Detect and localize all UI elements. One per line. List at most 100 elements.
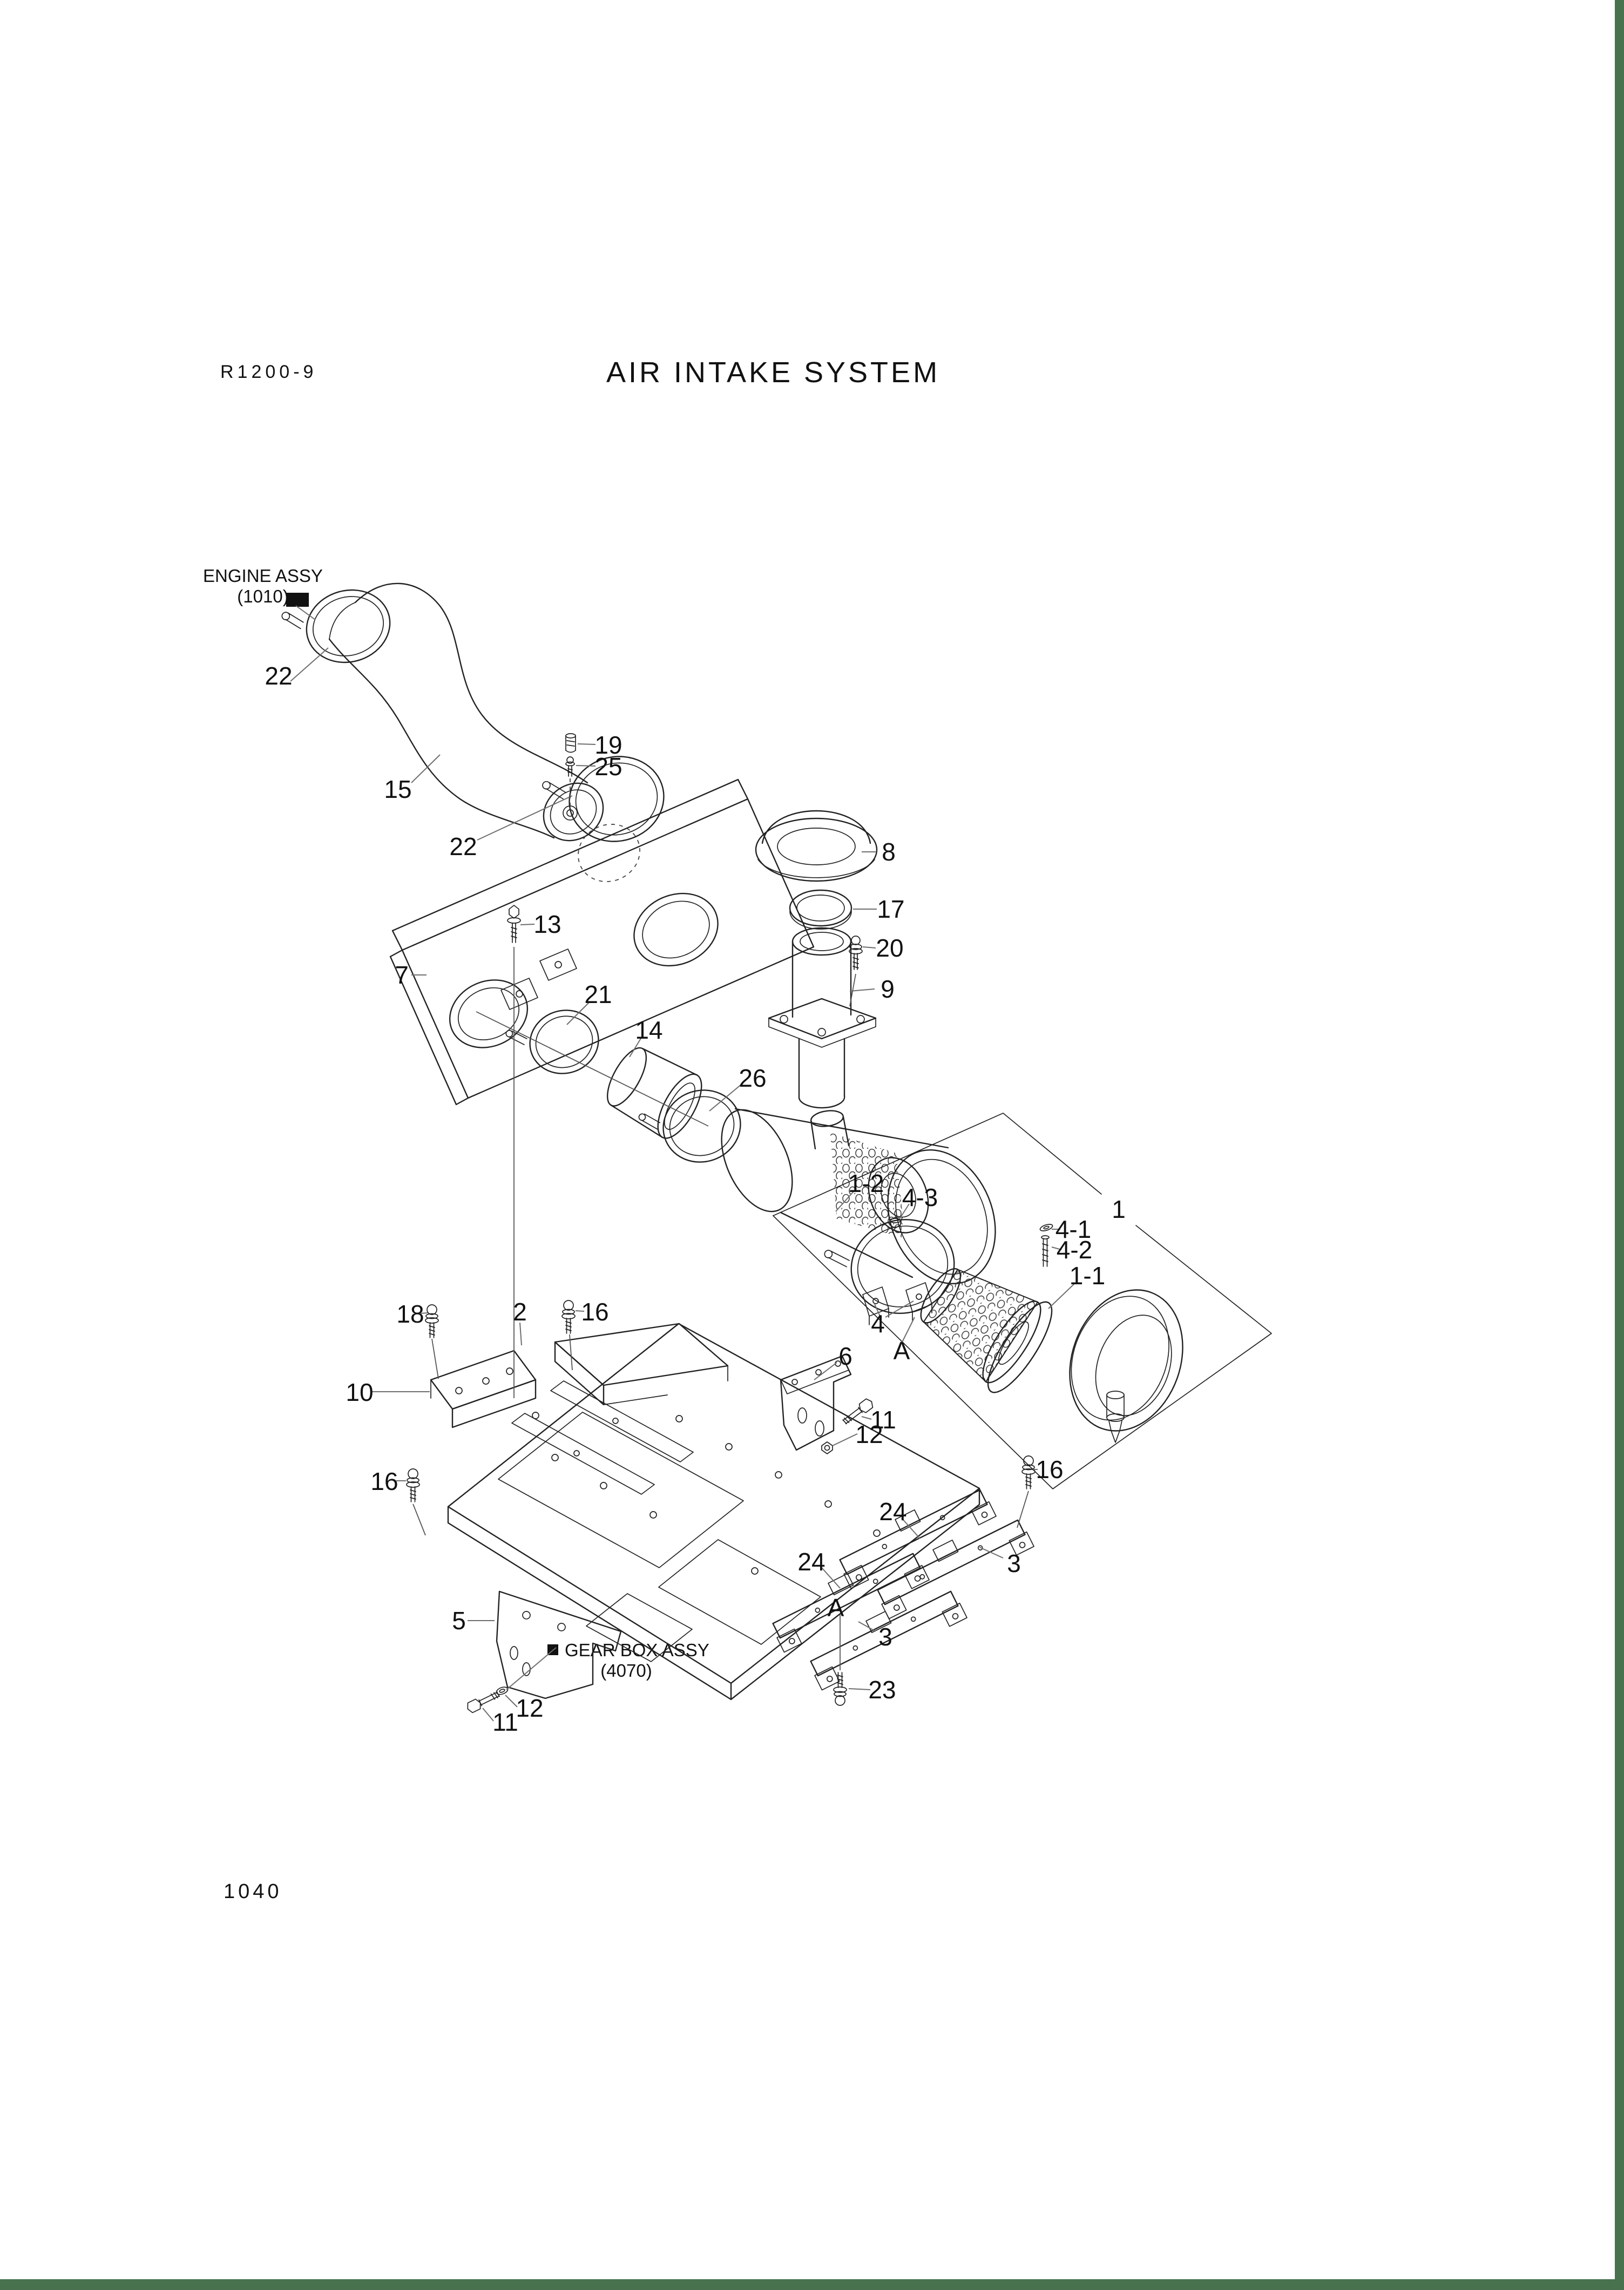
platform-rails	[511, 1380, 694, 1495]
callout-8: 8	[882, 838, 896, 866]
panel-port-left	[449, 979, 529, 1048]
bracket-5	[496, 1590, 622, 1699]
leader-line	[477, 795, 573, 841]
construction-line	[476, 1011, 709, 1127]
bracket-10	[430, 1350, 537, 1428]
leader-line	[862, 946, 876, 948]
construction-line	[431, 1338, 439, 1379]
callout-26: 26	[739, 1064, 766, 1092]
leader-line	[1048, 1282, 1076, 1309]
engine-assy-number: (1010)	[237, 586, 288, 606]
callout-3: 3	[1007, 1549, 1021, 1577]
leader-line	[1051, 1246, 1062, 1250]
callout-4: 4	[871, 1310, 885, 1338]
v-clamp-26	[638, 1089, 741, 1163]
bolt-25	[565, 756, 575, 777]
element-end-cover	[1069, 1289, 1183, 1432]
body-inlet-stub	[810, 1110, 850, 1150]
callout-22: 22	[265, 662, 292, 690]
callout-22: 22	[449, 832, 477, 861]
platform-cover	[554, 1323, 729, 1406]
leader-line	[901, 1317, 915, 1344]
nut-4-3	[889, 1217, 901, 1229]
callout-16: 16	[581, 1298, 608, 1326]
callout-5: 5	[452, 1607, 466, 1635]
bolt-16c	[1021, 1455, 1036, 1489]
callout-7: 7	[395, 961, 409, 989]
leader-line	[295, 605, 316, 620]
assembly-1-outline	[773, 1113, 1272, 1489]
callout-9: 9	[881, 975, 895, 1003]
strap-24-lower	[772, 1553, 930, 1653]
air-cleaner-body	[721, 1108, 996, 1284]
callout-3: 3	[878, 1623, 892, 1651]
callout-11: 11	[870, 1406, 896, 1434]
bolt-16a	[561, 1300, 576, 1334]
leader-line	[874, 1304, 881, 1317]
callout-25: 25	[594, 753, 622, 781]
panel-port-right	[633, 892, 719, 967]
filter-element-1-1	[920, 1268, 1053, 1393]
callout-4-1: 4-1	[1055, 1215, 1091, 1243]
callout-4-3: 4-3	[902, 1183, 938, 1211]
leader-line	[885, 1300, 914, 1318]
bolt-16b	[406, 1468, 420, 1502]
callout-1-2: 1-2	[848, 1169, 884, 1197]
callout-19: 19	[594, 731, 622, 759]
leader-line	[709, 1083, 742, 1112]
leader-line	[576, 765, 596, 767]
callout-A: A	[894, 1337, 910, 1365]
mounting-platform-2	[447, 1323, 980, 1700]
leader-line	[858, 1621, 876, 1632]
construction-line	[1017, 1490, 1029, 1528]
leader-line	[821, 1567, 841, 1589]
leader-line	[629, 1037, 642, 1058]
callout-16: 16	[1036, 1455, 1063, 1483]
leader-line	[520, 924, 535, 925]
leader-line	[849, 988, 875, 992]
leader-lines	[290, 605, 1076, 1722]
leader-line	[566, 1001, 590, 1025]
callout-20: 20	[876, 934, 903, 962]
leader-line	[290, 647, 329, 682]
filter-mesh-1-2	[830, 1133, 905, 1238]
callout-17: 17	[877, 895, 904, 923]
callout-12: 12	[855, 1420, 883, 1448]
panel-hidden-hole	[578, 824, 640, 882]
v-clamp-22a	[281, 589, 391, 663]
leader-line	[848, 1688, 871, 1690]
leader-line	[901, 1517, 921, 1539]
gearbox-assy-number: (4070)	[600, 1661, 652, 1681]
stack-tube-9	[768, 927, 877, 1109]
leader-line	[814, 1362, 837, 1380]
callout-16: 16	[370, 1467, 398, 1495]
leader-line	[835, 1190, 855, 1212]
leader-line	[979, 1547, 1004, 1559]
callout-1: 1	[1112, 1195, 1126, 1223]
reference-marker	[286, 593, 309, 607]
mounting-panel-7	[389, 778, 815, 1106]
gearbox-assy-reference: GEAR BOX ASSY (4070)	[547, 1640, 709, 1681]
callout-4-2: 4-2	[1057, 1236, 1092, 1264]
strap-3-lower	[810, 1590, 967, 1691]
callout-6: 6	[838, 1342, 852, 1370]
callout-23: 23	[868, 1676, 896, 1704]
gearbox-assy-label: GEAR BOX ASSY	[565, 1640, 709, 1660]
construction-line	[412, 1503, 426, 1536]
callout-1-1: 1-1	[1070, 1262, 1105, 1290]
construction-line	[569, 1334, 573, 1371]
bolt-23	[833, 1672, 847, 1706]
callout-13: 13	[533, 910, 561, 938]
intake-hose-15	[328, 582, 604, 842]
callout-12: 12	[516, 1694, 543, 1722]
v-clamp-21	[505, 1010, 599, 1074]
bolt-13	[507, 905, 521, 943]
engine-assy-label: ENGINE ASSY	[203, 566, 323, 586]
hump-hose-14	[606, 1047, 702, 1139]
rain-cap-8	[755, 810, 878, 882]
washer-4-1	[1039, 1224, 1053, 1231]
